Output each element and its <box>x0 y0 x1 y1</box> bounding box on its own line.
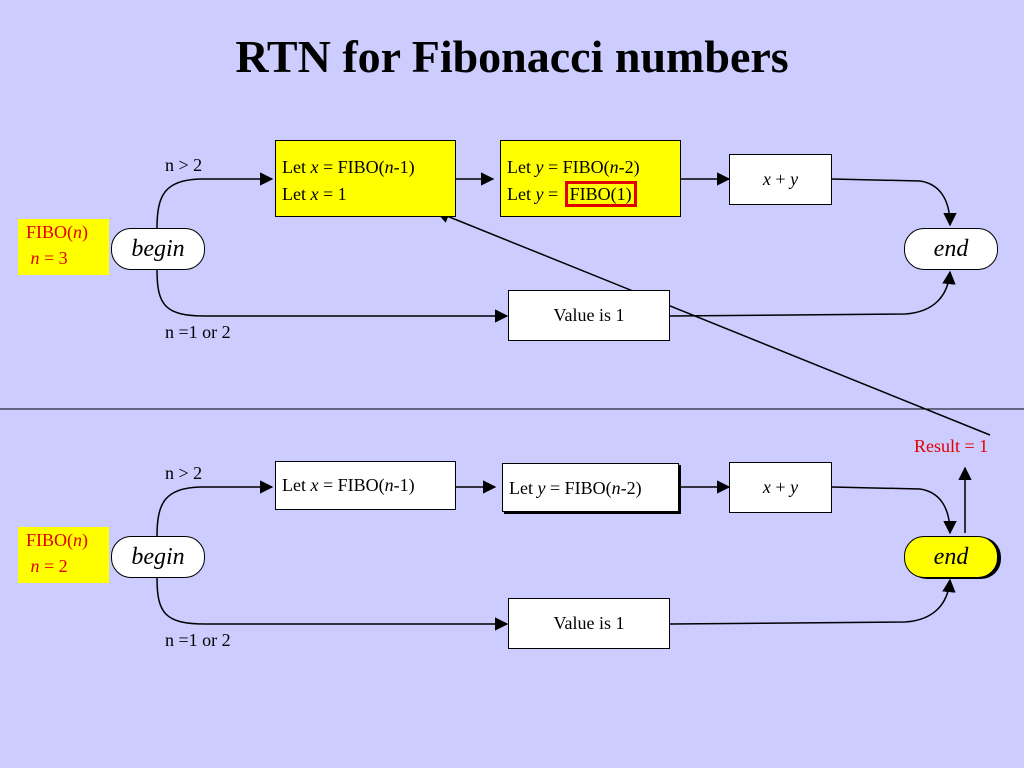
bottom-box-value: Value is 1 <box>508 598 670 649</box>
top-highlight-fibo1: FIBO(1) <box>564 181 637 207</box>
bottom-input-label: FIBO(n) n = 2 <box>18 527 109 583</box>
bottom-begin-node: begin <box>111 536 205 578</box>
bottom-cond-gt: n > 2 <box>165 463 203 483</box>
top-arrow-begin-to-x <box>156 172 274 229</box>
top-box-value: Value is 1 <box>508 290 670 341</box>
top-input-label: FIBO(n) n = 3 <box>18 219 109 275</box>
top-arrow-value-to-end <box>669 270 956 317</box>
bottom-cond-small: n =1 or 2 <box>165 630 231 650</box>
bottom-box-x: Let x = FIBO(n-1) <box>275 461 456 510</box>
result-label: Result = 1 <box>914 436 989 456</box>
bottom-box-sum: x + y <box>729 462 832 513</box>
bottom-box-y: Let y = FIBO(n-2) <box>502 463 679 512</box>
bottom-arrow-sum-to-end <box>831 486 957 535</box>
top-box-x: Let x = FIBO(n-1) Let x = 1 <box>275 140 456 217</box>
result-backref-arrow <box>435 210 991 436</box>
top-arrow-sum-to-end <box>831 178 957 227</box>
top-cond-gt: n > 2 <box>165 155 203 175</box>
bottom-arrow-value-to-end <box>669 578 956 625</box>
bottom-arrow-begin-to-x <box>156 480 274 537</box>
top-cond-small: n =1 or 2 <box>165 322 231 342</box>
top-box-y: Let y = FIBO(n-2) Let y = FIBO(1) <box>500 140 681 217</box>
top-arrow-begin-to-value <box>156 269 509 323</box>
page-title: RTN for Fibonacci numbers <box>235 31 789 82</box>
bottom-arrow-begin-to-value <box>156 577 509 631</box>
bottom-end-node: end <box>904 536 998 578</box>
top-box-sum: x + y <box>729 154 832 205</box>
top-end-node: end <box>904 228 998 270</box>
top-begin-node: begin <box>111 228 205 270</box>
